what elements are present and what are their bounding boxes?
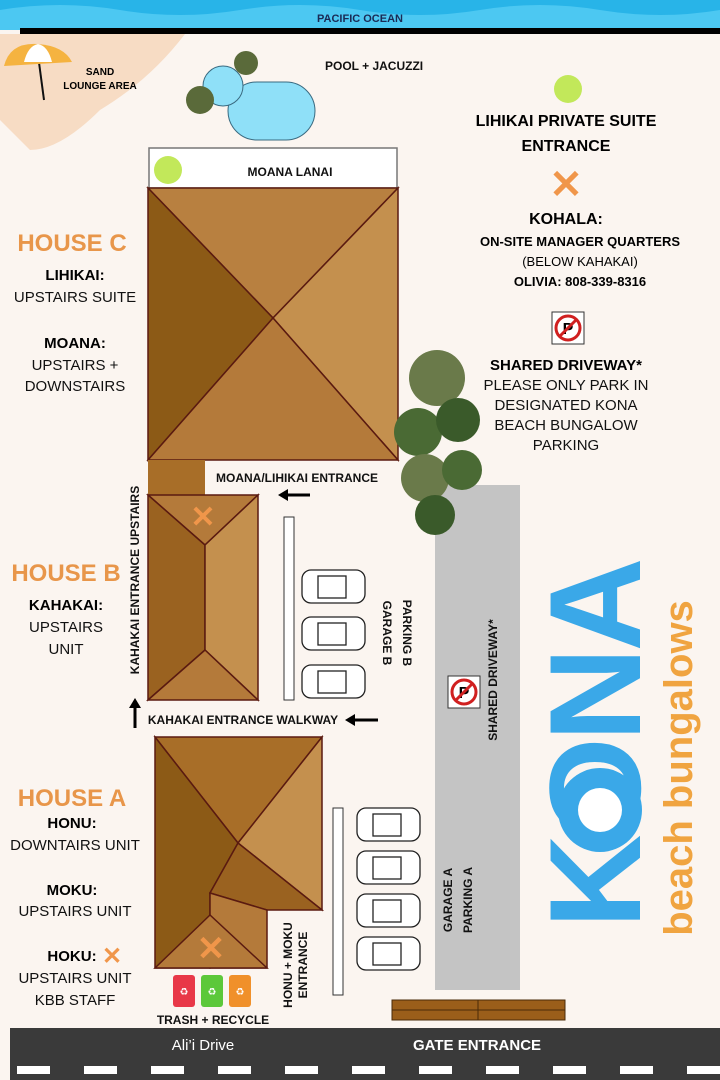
legend-driveway-3: BEACH BUNGALOW: [494, 417, 638, 434]
legend-driveway-1: PLEASE ONLY PARK IN: [483, 377, 648, 394]
palm-icon: [234, 51, 258, 75]
street-label: Ali’i Drive: [172, 1037, 235, 1054]
house-c-labels: HOUSE C LIHIKAI: UPSTAIRS SUITE MOANA: U…: [14, 230, 136, 395]
hoku-x-marker: ✕: [197, 930, 226, 968]
bench: [391, 999, 566, 1021]
honu-moku-entrance-label-2: ENTRANCE: [296, 932, 310, 999]
umbrella-icon: [4, 43, 72, 101]
recycle-icon: ♻: [180, 987, 189, 998]
unit-desc: DOWNSTAIRS: [25, 378, 126, 395]
legend-kohala-2: (BELOW KAHAKAI): [522, 254, 638, 269]
sand-lounge-area: SAND LOUNGE AREA: [0, 34, 185, 150]
unit-desc: UPSTAIRS UNIT: [18, 970, 131, 987]
legend-driveway-2: DESIGNATED KONA: [494, 397, 637, 414]
logo-sub: beach bungalows: [657, 600, 701, 936]
trash-bins: ♻ ♻ ♻: [173, 975, 251, 1007]
pool-label: POOL + JACUZZI: [325, 59, 423, 73]
parking-a-cars: [356, 807, 421, 971]
legend-driveway-title: SHARED DRIVEWAY*: [490, 357, 642, 374]
kona-logo: KONA beach bungalows: [522, 561, 701, 936]
kahakai-upstairs-label: KAHAKAI ENTRANCE UPSTAIRS: [128, 486, 142, 674]
unit-name: MOKU:: [47, 882, 98, 899]
legend-lihikai-1: LIHIKAI PRIVATE SUITE: [476, 113, 657, 130]
house-b-title: HOUSE B: [11, 560, 120, 587]
unit-desc: UNIT: [49, 641, 84, 658]
unit-desc: DOWNTAIRS UNIT: [10, 837, 140, 854]
ocean-label: PACIFIC OCEAN: [317, 13, 403, 25]
kahakai-walkway-label: KAHAKAI ENTRANCE WALKWAY: [148, 713, 338, 727]
no-parking-icon: P: [447, 675, 481, 709]
legend-lihikai-2: ENTRANCE: [522, 138, 611, 155]
sidewalk-b: [283, 516, 295, 701]
tree-icon: [394, 350, 482, 535]
pool: POOL + JACUZZI: [186, 51, 423, 141]
unit-desc: UPSTAIRS SUITE: [14, 289, 136, 306]
sidewalk-a: [332, 807, 344, 996]
lihikai-entrance-marker: [154, 156, 182, 184]
shared-driveway: [435, 485, 520, 990]
unit-name: HONU:: [47, 815, 96, 832]
house-a-labels: HOUSE A HONU: DOWNTAIRS UNIT MOKU: UPSTA…: [10, 785, 140, 1009]
arrow-up-icon: [129, 698, 141, 728]
unit-desc: UPSTAIRS UNIT: [18, 903, 131, 920]
parking-a-label: PARKING A: [461, 867, 475, 933]
arrow-left-icon: [278, 489, 310, 501]
legend-kohala-phone: OLIVIA: 808-339-8316: [514, 274, 646, 289]
moana-lanai: MOANA LANAI: [148, 147, 398, 189]
logo-main: KONA: [522, 561, 668, 929]
lihikai-legend-marker: [554, 75, 582, 103]
alii-drive-road: Ali’i Drive GATE ENTRANCE: [10, 1028, 720, 1080]
unit-name: KAHAKAI:: [29, 597, 103, 614]
unit-desc: UPSTAIRS +: [32, 357, 119, 374]
house-b-labels: HOUSE B KAHAKAI: UPSTAIRS UNIT: [11, 560, 120, 658]
hoku-legend-marker: ✕: [102, 943, 122, 970]
unit-name: LIHIKAI:: [45, 267, 104, 284]
house-c-title: HOUSE C: [17, 230, 126, 257]
arrow-left-icon: [345, 714, 378, 726]
garage-b-label: GARAGE B: [380, 601, 394, 666]
house-b-roof: [146, 493, 260, 702]
no-parking-icon: P: [551, 311, 585, 345]
house-a-roof: [153, 734, 325, 969]
unit-name: HOKU:: [47, 948, 96, 965]
parking-b-cars: [301, 569, 366, 699]
honu-moku-entrance-label-1: HONU + MOKU: [281, 922, 295, 1008]
house-a-title: HOUSE A: [18, 785, 126, 812]
house-c-roof: [146, 186, 400, 462]
legend: LIHIKAI PRIVATE SUITE ENTRANCE ✕ KOHALA:…: [476, 75, 680, 454]
recycle-icon: ♻: [236, 987, 245, 998]
recycle-icon: ♻: [208, 987, 217, 998]
gate-entrance-label: GATE ENTRANCE: [413, 1037, 541, 1054]
parking-b-label: PARKING B: [400, 600, 414, 667]
legend-kohala-title: KOHALA:: [529, 211, 603, 228]
kohala-x-marker: ✕: [190, 501, 215, 534]
ocean: PACIFIC OCEAN: [0, 0, 720, 34]
garage-a-label: GARAGE A: [441, 868, 455, 933]
moana-lihikai-entrance-label: MOANA/LIHIKAI ENTRANCE: [216, 471, 378, 485]
sand-label-2: LOUNGE AREA: [63, 81, 137, 92]
hibiscus-icon: [558, 768, 642, 852]
unit-name: MOANA:: [44, 335, 106, 352]
lanai-label: MOANA LANAI: [248, 165, 333, 179]
unit-desc: UPSTAIRS: [29, 619, 103, 636]
trash-label: TRASH + RECYCLE: [157, 1013, 269, 1027]
unit-desc: KBB STAFF: [35, 992, 116, 1009]
connector-walkway: [148, 460, 205, 495]
palm-icon: [186, 86, 214, 114]
driveway-label: SHARED DRIVEWAY*: [486, 619, 500, 741]
kohala-legend-marker: ✕: [549, 163, 583, 207]
legend-kohala-1: ON-SITE MANAGER QUARTERS: [480, 234, 680, 249]
legend-driveway-4: PARKING: [533, 437, 599, 454]
sand-label-1: SAND: [86, 67, 114, 78]
